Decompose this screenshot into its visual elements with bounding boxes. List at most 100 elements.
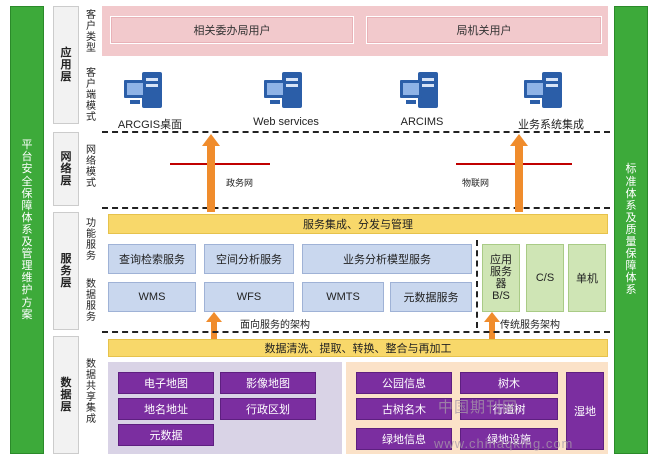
trad-label: 传统服务架构 — [500, 320, 560, 331]
application-layer-label: 应用层 — [53, 6, 79, 124]
function-service-label-char: 能 — [86, 229, 96, 240]
network-mode-label-char: 式 — [86, 178, 96, 189]
server-icon-arcgis — [122, 68, 168, 114]
right-side-char: 保 — [625, 248, 637, 261]
right-side-char: 准 — [625, 175, 637, 188]
function-service-label-char: 务 — [86, 251, 96, 262]
function-service-label-char: 功 — [86, 218, 96, 229]
arrow-up-trad — [484, 312, 500, 340]
right-side-char: 及 — [625, 211, 637, 224]
left-side-char: 维 — [21, 272, 33, 285]
network-layer-label: 网络层 — [53, 132, 79, 206]
data-service-label-char: 数 — [86, 279, 96, 290]
query-service-box: 查询检索服务 — [108, 244, 196, 274]
electronic-map-box: 电子地图 — [118, 372, 214, 394]
right-side-char: 标 — [625, 163, 637, 176]
client-mode-label-char: 户 — [86, 78, 96, 90]
network-layer-label-char: 层 — [60, 175, 72, 188]
network-mode-label-char: 网 — [86, 145, 96, 156]
service-layer-label-char: 层 — [60, 277, 72, 290]
data-service-label-char: 服 — [86, 301, 96, 312]
server-label-business: 业务系统集成 — [518, 119, 584, 131]
left-side-char: 保 — [21, 187, 33, 200]
client-type-external: 相关委办局用户 — [110, 16, 354, 44]
left-side-bar: 平台安全保障体系及管理维护方案 — [10, 6, 44, 454]
network-label-gov: 政务网 — [226, 178, 254, 188]
data-share-label-char: 集 — [86, 403, 96, 414]
server-icon-business — [522, 68, 568, 114]
data-layer-label-char: 层 — [60, 401, 72, 414]
data-layer-label-char: 据 — [60, 388, 72, 401]
left-side-char: 护 — [21, 284, 33, 297]
wms-box: WMS — [108, 282, 196, 312]
arrow-up-iot — [510, 134, 528, 212]
greenland-info-box: 绿地信息 — [356, 428, 452, 450]
client-type-internal: 局机关用户 — [366, 16, 602, 44]
left-side-char: 系 — [21, 223, 33, 236]
service-integration-bar: 服务集成、分发与管理 — [108, 214, 608, 234]
single-box: 单机 — [568, 244, 606, 312]
divider-soa-trad — [476, 240, 478, 328]
spatial-analysis-box: 空间分析服务 — [204, 244, 294, 274]
right-side-char: 系 — [625, 199, 637, 212]
data-share-label-char: 享 — [86, 392, 96, 403]
application-layer-label-char: 用 — [60, 58, 72, 71]
right-side-char: 障 — [625, 260, 637, 273]
data-share-label-char: 成 — [86, 414, 96, 425]
service-layer-label-char: 服 — [60, 252, 72, 265]
service-layer-label: 服务层 — [53, 212, 79, 330]
admin-division-box: 行政区划 — [220, 398, 316, 420]
server-icon-arcims — [398, 68, 444, 114]
cs-box: C/S — [526, 244, 564, 312]
left-side-char: 安 — [21, 163, 33, 176]
app-server-box-char: B/S — [492, 290, 510, 303]
left-side-char: 障 — [21, 199, 33, 212]
client-type-label: 客户类型 — [84, 6, 98, 58]
arrow-up-gov — [202, 134, 220, 212]
left-side-char: 及 — [21, 236, 33, 249]
metadata-service-box: 元数据服务 — [390, 282, 472, 312]
client-type-label-char: 型 — [86, 43, 96, 54]
left-side-char: 管 — [21, 248, 33, 261]
wfs-box: WFS — [204, 282, 294, 312]
network-mode-label-char: 模 — [86, 167, 96, 178]
network-mode-label: 网络模式 — [84, 138, 98, 196]
server-label-arcgis: ARCGIS桌面 — [117, 119, 183, 131]
server-label-webservices: Web services — [253, 116, 319, 128]
image-map-box: 影像地图 — [220, 372, 316, 394]
left-side-char: 理 — [21, 260, 33, 273]
right-side-char: 体 — [625, 272, 637, 285]
network-line-iot — [456, 163, 572, 165]
app-server-box-char: 器 — [495, 278, 507, 290]
network-layer-label-char: 络 — [60, 162, 72, 175]
data-processing-bar: 数据清洗、提取、转换、整合与再加工 — [108, 339, 608, 357]
arrow-up-soa — [206, 312, 222, 340]
divider-network-service — [102, 207, 610, 209]
left-side-char: 全 — [21, 175, 33, 188]
client-mode-label-char: 客 — [86, 67, 96, 79]
function-service-label-char: 服 — [86, 240, 96, 251]
street-trees-box: 行道树 — [460, 398, 558, 420]
network-label-iot: 物联网 — [462, 178, 490, 188]
network-line-gov — [170, 163, 270, 165]
divider-service-data — [102, 331, 610, 333]
server-label-arcims: ARCIMS — [400, 116, 444, 128]
data-layer-label: 数据层 — [53, 336, 79, 454]
client-type-label-char: 户 — [86, 21, 96, 32]
watermark-url: www.chinaqking.com — [434, 436, 574, 451]
data-share-label-char: 据 — [86, 370, 96, 381]
data-service-label: 数据服务 — [84, 274, 98, 328]
application-layer-label-char: 层 — [60, 71, 72, 84]
right-side-char: 体 — [625, 187, 637, 200]
data-share-label-char: 共 — [86, 381, 96, 392]
network-mode-label-char: 络 — [86, 156, 96, 167]
soa-label: 面向服务的架构 — [240, 320, 310, 331]
network-layer-label-char: 网 — [60, 150, 72, 163]
left-side-char: 平 — [21, 139, 33, 152]
service-layer-label-char: 务 — [60, 264, 72, 277]
left-side-char: 方 — [21, 296, 33, 309]
client-type-label-char: 客 — [86, 10, 96, 21]
left-side-char: 体 — [21, 211, 33, 224]
right-side-bar: 标准体系及质量保障体系 — [614, 6, 648, 454]
